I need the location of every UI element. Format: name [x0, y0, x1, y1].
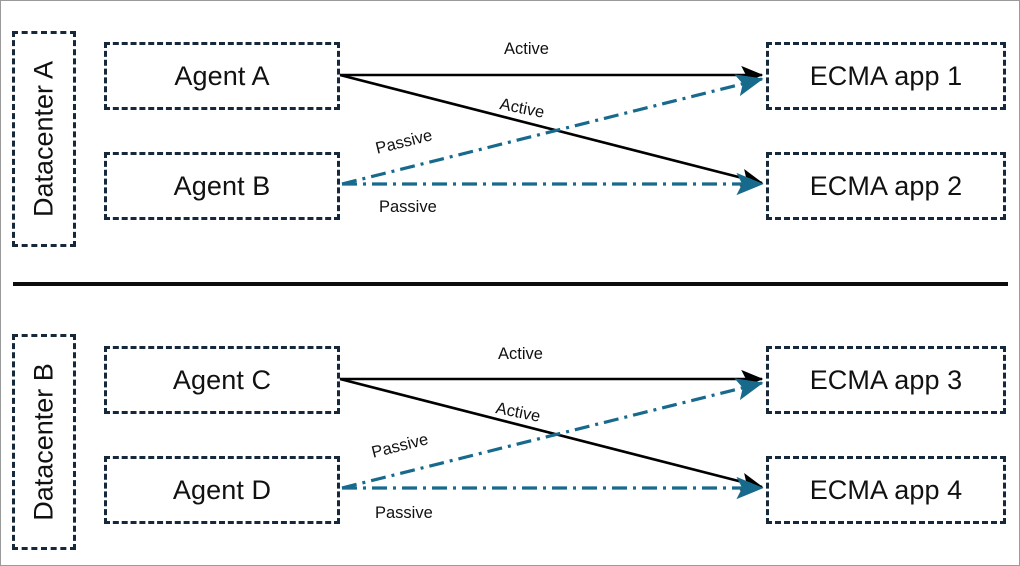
node-ecma-app-1-label: ECMA app 1 [809, 60, 963, 91]
node-agent-d-label: Agent D [172, 474, 272, 505]
node-ecma-app-1[interactable]: ECMA app 1 [766, 42, 1006, 110]
node-agent-b[interactable]: Agent B [104, 152, 340, 220]
edge-label-a-active-top: Active [504, 40, 549, 58]
node-agent-d[interactable]: Agent D [104, 456, 340, 524]
connector-agent-c-to-ecma-app-4 [339, 377, 764, 491]
edge-label-b-active-top: Active [498, 345, 543, 363]
connector-agent-b-to-ecma-app-1 [341, 74, 764, 186]
node-agent-a-label: Agent A [174, 60, 270, 91]
node-ecma-app-2[interactable]: ECMA app 2 [766, 152, 1006, 220]
node-ecma-app-2-label: ECMA app 2 [809, 170, 963, 201]
datacenter-a-label: Datacenter A [28, 60, 59, 218]
datacenter-a-zone: Datacenter A [12, 31, 76, 247]
edge-label-a-passive-bottom: Passive [379, 198, 437, 216]
edge-label-b-passive-bottom: Passive [375, 504, 433, 522]
datacenter-b-zone: Datacenter B [12, 334, 76, 550]
connector-agent-d-to-ecma-app-3 [341, 378, 764, 490]
node-ecma-app-4[interactable]: ECMA app 4 [766, 456, 1006, 524]
node-agent-a[interactable]: Agent A [104, 42, 340, 110]
datacenter-b-label: Datacenter B [28, 363, 59, 521]
node-agent-c[interactable]: Agent C [104, 346, 340, 414]
node-agent-b-label: Agent B [173, 170, 271, 201]
connector-agent-a-to-ecma-app-2 [339, 73, 764, 187]
node-agent-c-label: Agent C [172, 364, 272, 395]
datacenter-divider [13, 282, 1008, 286]
node-ecma-app-3-label: ECMA app 3 [809, 364, 963, 395]
node-ecma-app-4-label: ECMA app 4 [809, 474, 963, 505]
node-ecma-app-3[interactable]: ECMA app 3 [766, 346, 1006, 414]
